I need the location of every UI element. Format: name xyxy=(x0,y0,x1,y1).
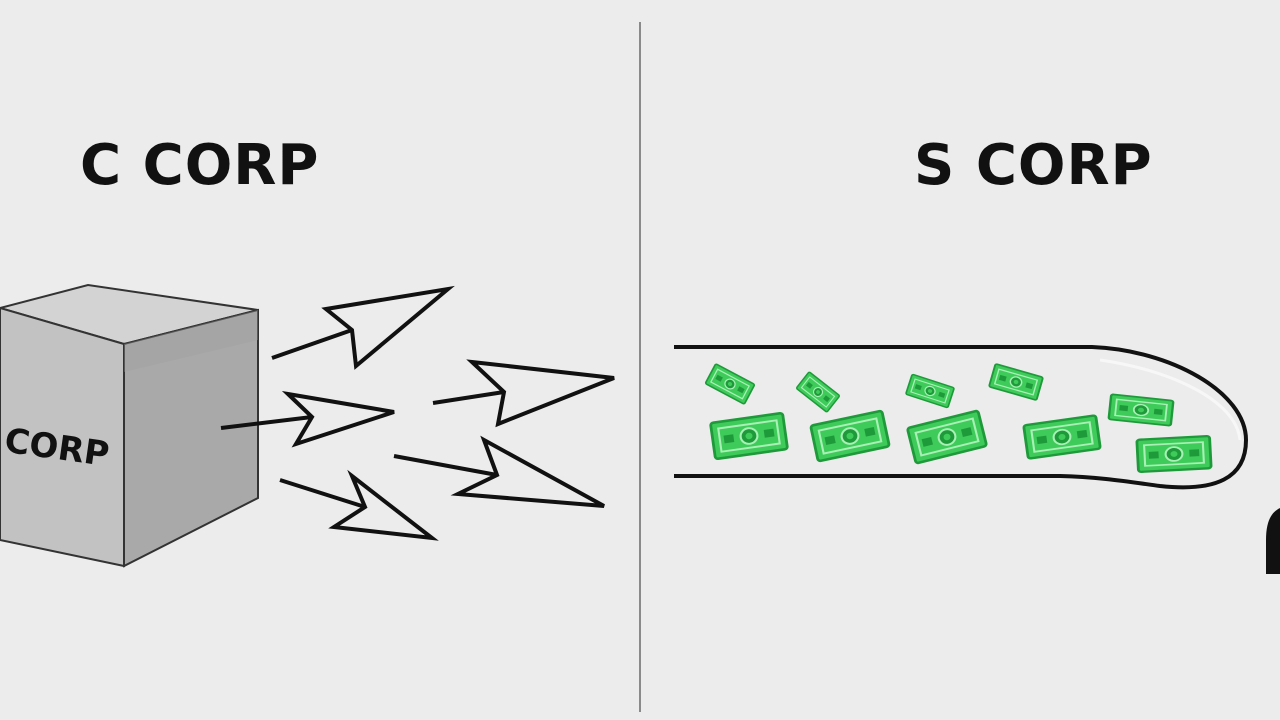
arrow-icon xyxy=(220,390,395,448)
arrow-icon xyxy=(432,359,615,428)
dollar-bill-icon xyxy=(988,362,1044,402)
arrows-group xyxy=(220,285,615,541)
arrow-icon xyxy=(279,469,439,541)
s-corp-heading: S CORP xyxy=(914,133,1153,198)
dollar-bill-icon xyxy=(704,362,756,406)
pipe-outline xyxy=(674,345,1249,490)
pass-through-pipe xyxy=(674,345,1249,490)
dollar-bill-icon xyxy=(809,409,891,463)
dollar-bill-icon xyxy=(795,370,841,414)
cube-side-face xyxy=(123,308,259,568)
dollar-bill-icon xyxy=(904,373,956,409)
arrow-icon xyxy=(393,435,605,508)
dollar-bill-icon xyxy=(709,411,789,461)
edge-shape xyxy=(1266,508,1280,574)
corp-cube: CORP xyxy=(0,283,259,568)
arrow-icon xyxy=(271,285,455,370)
dollar-bill-icon xyxy=(1107,393,1175,427)
money-group xyxy=(704,362,1213,474)
c-corp-heading: C CORP xyxy=(80,133,320,198)
dollar-bill-icon xyxy=(1022,413,1102,461)
dollar-bill-icon xyxy=(905,409,989,465)
dollar-bill-icon xyxy=(1135,434,1213,474)
